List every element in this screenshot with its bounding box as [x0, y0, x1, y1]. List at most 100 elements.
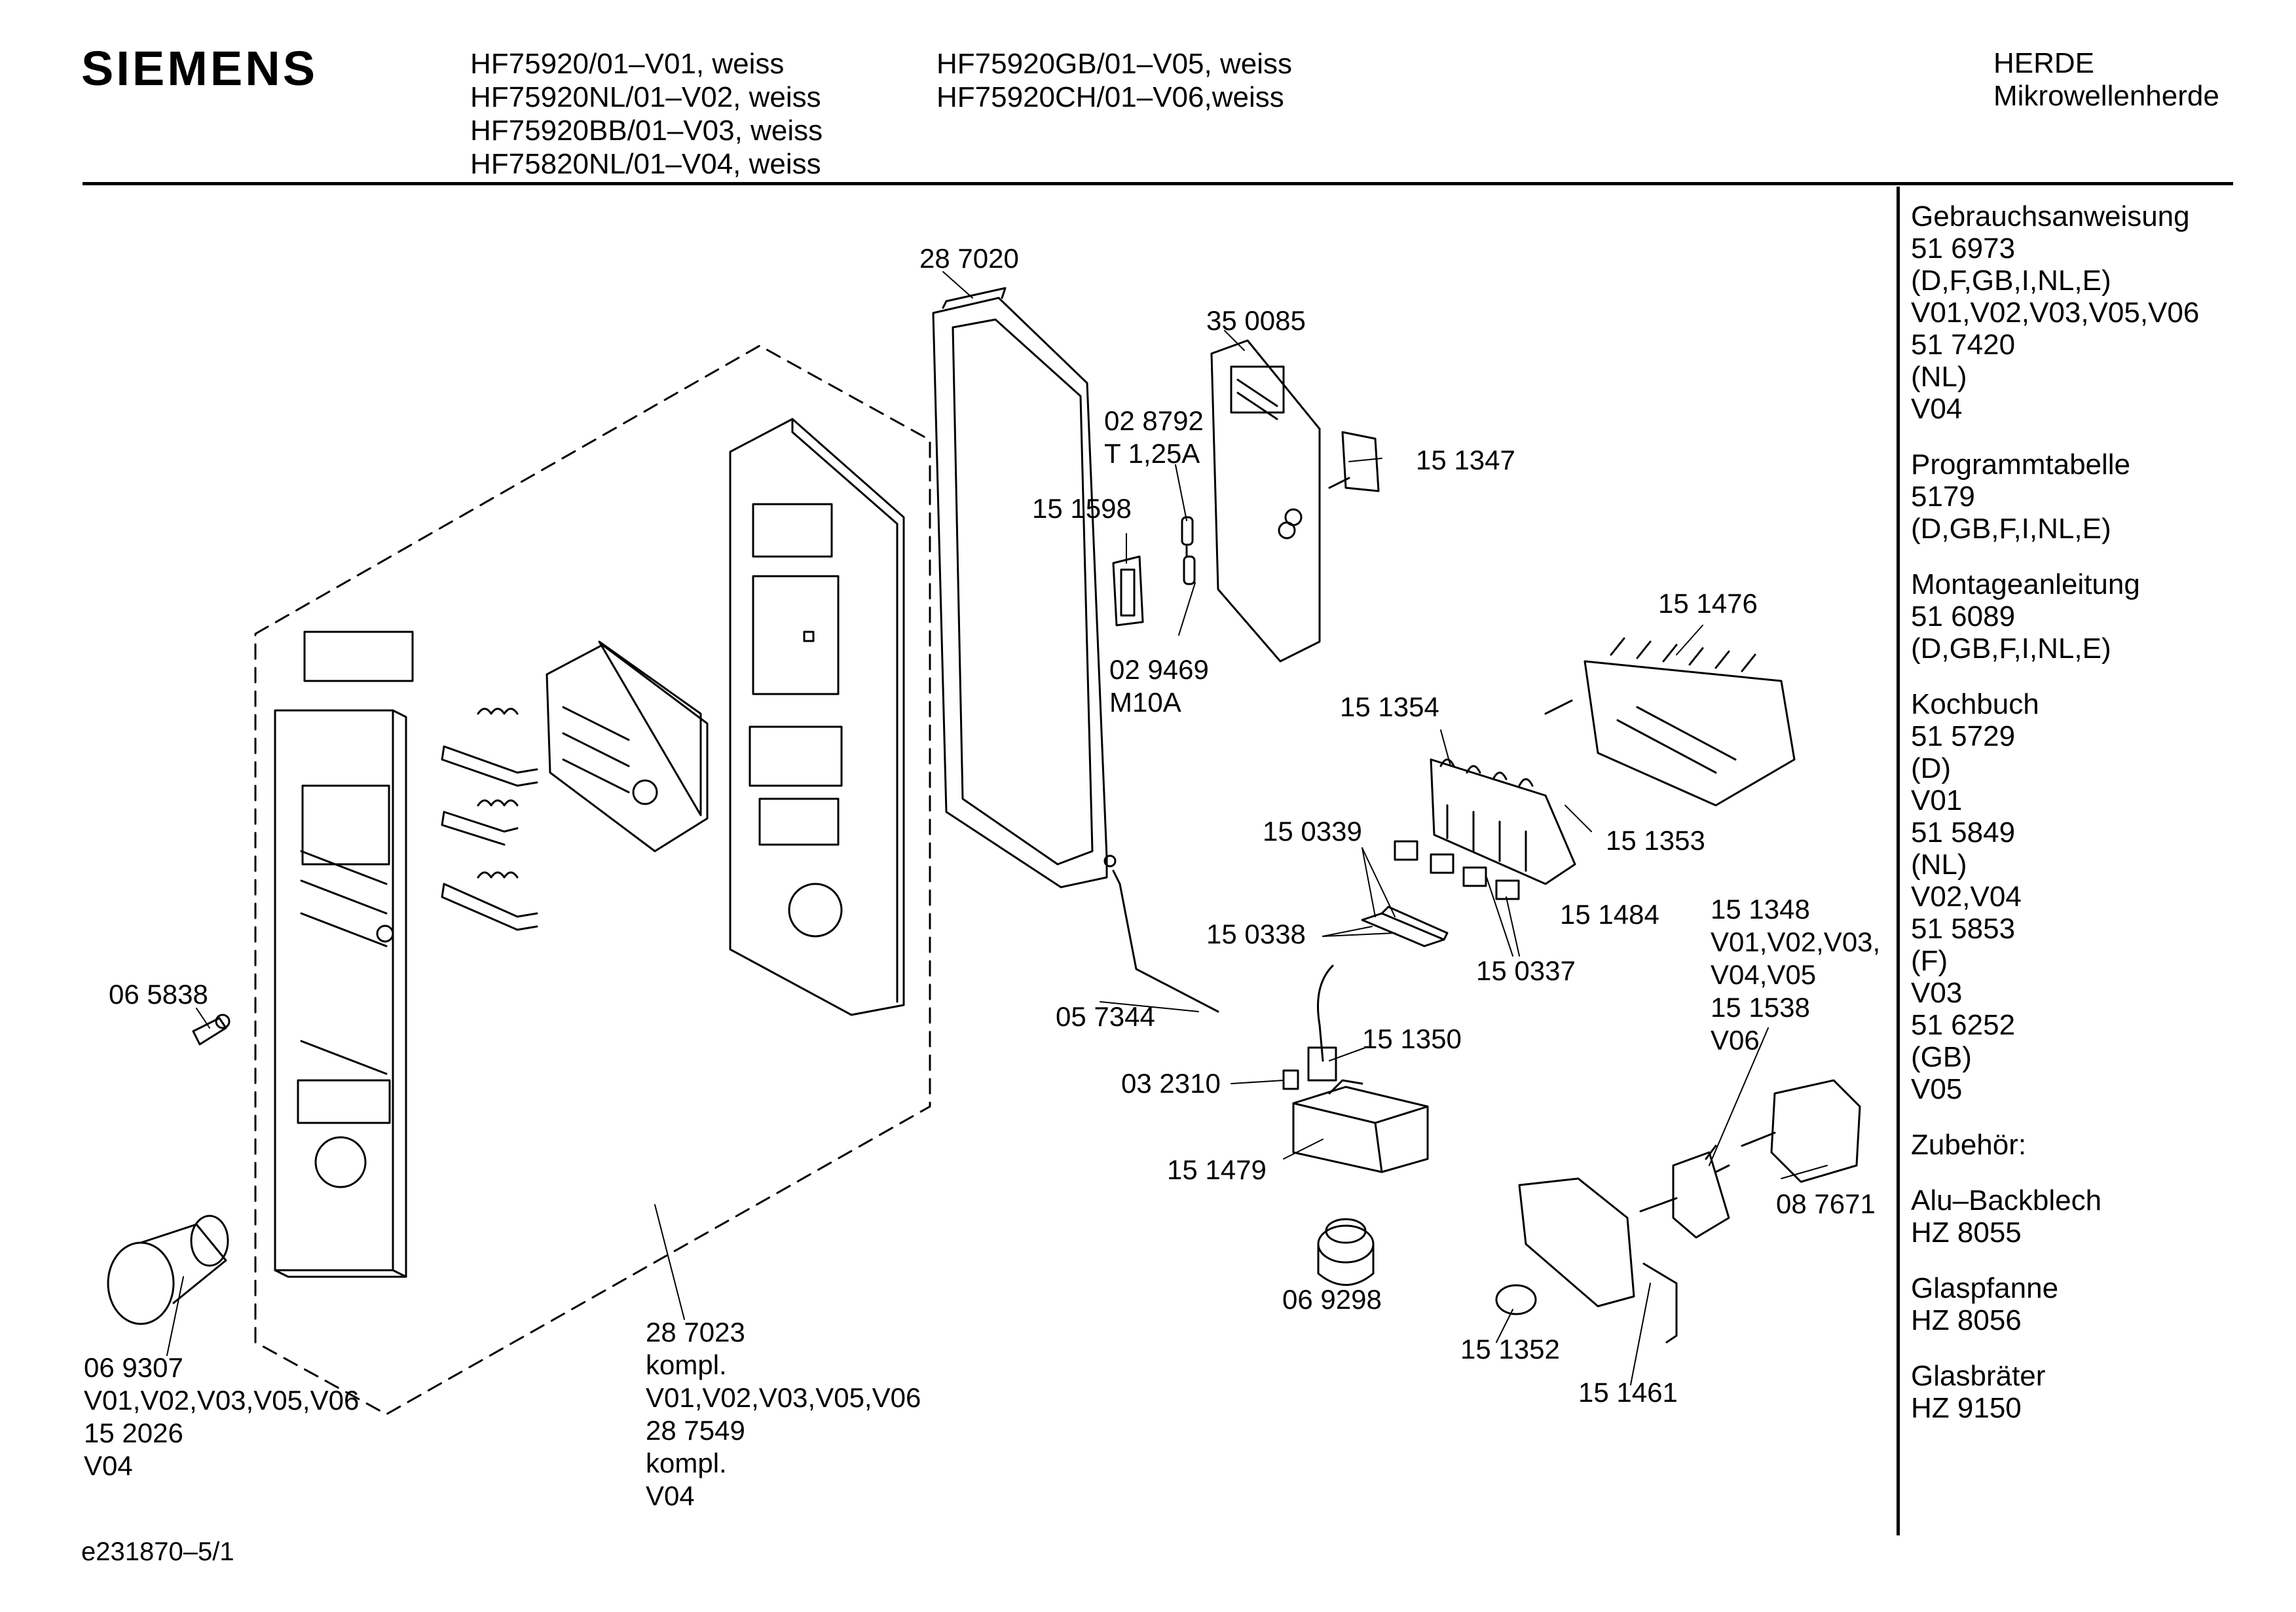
part-label-151461: 15 1461	[1578, 1377, 1678, 1408]
doc-group-line: (D)	[1911, 752, 1952, 784]
part-label-150339: 15 0339	[1263, 816, 1362, 847]
drawing-code: e231870–5/1	[81, 1537, 234, 1566]
header-divider	[83, 182, 2233, 185]
model-line: HF75920CH/01–V06,weiss	[936, 81, 1284, 113]
part-label-151476: 15 1476	[1658, 588, 1758, 619]
part-label-028792: 02 8792 T 1,25A	[1104, 405, 1204, 469]
potentiometer-drawing	[1328, 431, 1380, 492]
exploded-view-drawing	[107, 271, 1861, 1416]
screw-drawing	[192, 1014, 231, 1046]
siemens-logo: SIEMENS	[81, 41, 318, 96]
part-label-151484: 15 1484	[1560, 899, 1659, 930]
motor-drawing	[1741, 1079, 1861, 1183]
part-label-151352: 15 1352	[1460, 1334, 1560, 1365]
model-list-right: HF75920GB/01–V05, weiss HF75920CH/01–V06…	[936, 47, 1292, 114]
doc-group-title: Gebrauchsanweisung	[1911, 200, 2190, 232]
part-label-150338: 15 0338	[1206, 919, 1306, 949]
doc-group-title: Kochbuch	[1911, 688, 2039, 720]
doc-group-line: 51 7420	[1911, 329, 2016, 361]
relay-block-drawing	[1544, 637, 1796, 807]
part-label-151353: 15 1353	[1606, 825, 1705, 856]
mounting-frame-drawing	[932, 287, 1117, 888]
doc-group-title: Zubehör:	[1911, 1129, 2027, 1161]
clip-drawing	[1112, 555, 1144, 627]
product-category: HERDE Mikrowellenherde	[1993, 47, 2219, 113]
assembly-dashed-outline	[254, 344, 931, 1416]
doc-group-line: HZ 8056	[1911, 1304, 2022, 1336]
control-knob-drawing	[107, 1215, 229, 1325]
doc-group-line: V02,V04	[1911, 881, 2022, 913]
part-label-287020: 28 7020	[919, 243, 1019, 274]
ground-wire-drawing	[1112, 870, 1219, 1013]
part-label-350085: 35 0085	[1206, 305, 1306, 336]
model-line: HF75920BB/01–V03, weiss	[470, 115, 823, 147]
keypad-membrane-drawing	[546, 640, 709, 852]
control-panel-frame-drawing	[729, 418, 905, 1016]
category-line: HERDE	[1993, 47, 2095, 79]
model-line: HF75920GB/01–V05, weiss	[936, 48, 1292, 80]
doc-group-line: (NL)	[1911, 361, 1967, 393]
mounting-bracket-drawing	[1495, 1177, 1678, 1344]
doc-group-line: V03	[1911, 977, 1963, 1009]
doc-group-title: Montageanleitung	[1911, 568, 2140, 600]
doc-group-title: Programmtabelle	[1911, 449, 2131, 481]
doc-group-line: V01,V02,V03,V05,V06	[1911, 297, 2200, 329]
doc-group-line: (D,F,GB,I,NL,E)	[1911, 265, 2111, 297]
doc-group-line: (D,GB,F,I,NL,E)	[1911, 513, 2111, 545]
doc-group-line: 51 6252	[1911, 1009, 2016, 1041]
doc-group-line: 51 5853	[1911, 913, 2016, 945]
rotary-switch-drawing	[1639, 1145, 1730, 1239]
part-label-151479: 15 1479	[1167, 1154, 1267, 1185]
doc-group-line: (NL)	[1911, 849, 1967, 881]
category-line: Mikrowellenherde	[1993, 80, 2219, 112]
doc-group-line: (GB)	[1911, 1041, 1972, 1073]
fuses-drawing	[1181, 516, 1196, 585]
part-label-032310: 03 2310	[1121, 1068, 1221, 1099]
transformer-drawing	[1292, 1079, 1429, 1173]
part-label-065838: 06 5838	[109, 979, 208, 1010]
doc-group-line: (D,GB,F,I,NL,E)	[1911, 632, 2111, 665]
doc-group-line: 51 5729	[1911, 720, 2016, 752]
front-panel-drawing	[274, 631, 414, 1278]
doc-group-line: 5179	[1911, 481, 1975, 513]
doc-group-line: 51 5849	[1911, 816, 2016, 849]
part-label-287023: 28 7023 kompl. V01,V02,V03,V05,V06 28 75…	[646, 1317, 921, 1511]
cable-plug-drawing	[1282, 964, 1337, 1090]
doc-group-title: Glasbräter	[1911, 1360, 2046, 1392]
connector-pins-drawing	[1394, 840, 1520, 900]
part-label-151348: 15 1348 V01,V02,V03, V04,V05 15 1538 V06	[1711, 894, 1881, 1055]
part-label-151347: 15 1347	[1416, 445, 1515, 475]
knob-base-drawing	[1317, 1218, 1375, 1286]
part-label-029469: 02 9469 M10A	[1109, 654, 1209, 718]
side-panel-divider	[1897, 187, 1900, 1535]
doc-group-line: 51 6973	[1911, 232, 2016, 265]
part-label-057344: 05 7344	[1056, 1001, 1155, 1032]
doc-group: Zubehör:	[1911, 1129, 2278, 1161]
part-label-087671: 08 7671	[1776, 1188, 1876, 1219]
model-line: HF75820NL/01–V04, weiss	[470, 148, 821, 180]
part-label-151350: 15 1350	[1362, 1023, 1462, 1054]
part-label-069298: 06 9298	[1282, 1284, 1382, 1315]
model-line: HF75920NL/01–V02, weiss	[470, 81, 821, 113]
model-list-left: HF75920/01–V01, weiss HF75920NL/01–V02, …	[470, 47, 823, 181]
doc-group-line: HZ 8055	[1911, 1217, 2022, 1249]
doc-group-title: Glaspfanne	[1911, 1272, 2059, 1304]
doc-group-line: V04	[1911, 393, 1963, 425]
model-line: HF75920/01–V01, weiss	[470, 48, 785, 80]
leader-lines	[166, 271, 1828, 1385]
part-label-069307: 06 9307 V01,V02,V03,V05,V06 15 2026 V04	[84, 1352, 360, 1481]
doc-group-line: V05	[1911, 1073, 1963, 1105]
doc-group-line: HZ 9150	[1911, 1392, 2022, 1424]
doc-group-line: V01	[1911, 784, 1963, 816]
button-springs-drawing	[441, 708, 538, 931]
circuit-board-drawing	[1210, 339, 1321, 663]
